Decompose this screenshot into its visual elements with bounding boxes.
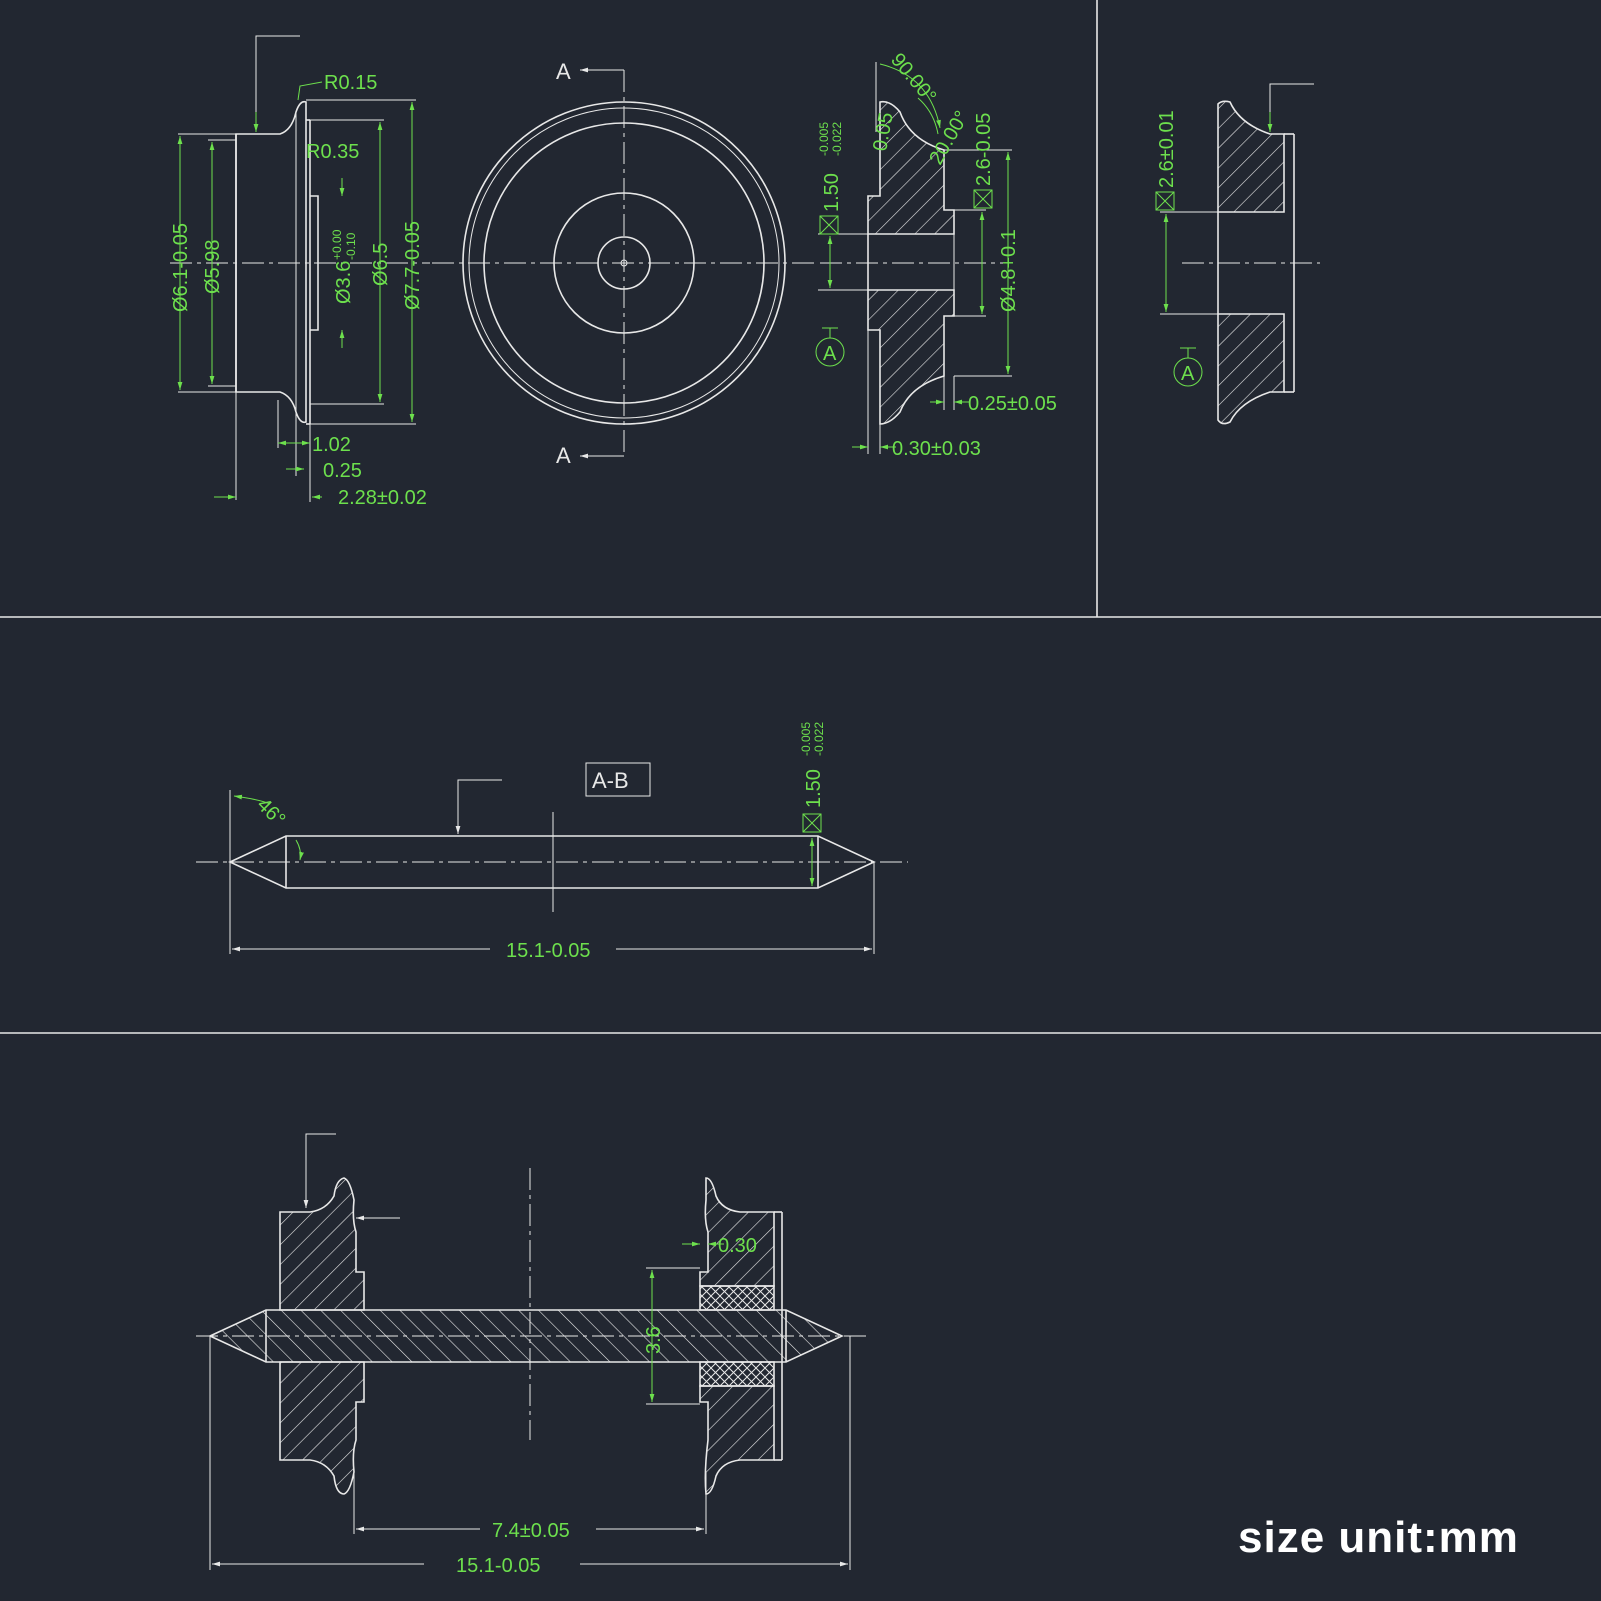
diameter-label-48: Ø4.8+0.1 — [998, 229, 1020, 312]
wheel-side-view: R0.15 R0.35 Ø6.1-0.05 Ø5.98 Ø3.6 +0.00 -… — [170, 35, 430, 509]
section-marker-a-top: A — [556, 59, 571, 84]
axle-diameter-tol-up: -0.005 — [799, 722, 813, 756]
diameter-tol-150-dn: -0.022 — [830, 122, 844, 156]
length-label-26-right: 2.6±0.01 — [1156, 110, 1178, 188]
diameter-label-d77: Ø7.7-0.05 — [402, 221, 424, 310]
wheelset-assembly: 0.30 3.6 7.4±0.05 15.1-0.05 — [196, 1133, 866, 1577]
diameter-label-d65: Ø6.5 — [370, 243, 392, 286]
assembly-length-label: 15.1-0.05 — [456, 1555, 541, 1577]
axle-diameter-label: 1.50 — [803, 769, 825, 808]
length-label-025: 0.25 — [323, 460, 362, 482]
axle-diameter-tol-dn: -0.022 — [812, 722, 826, 756]
datum-a-label-right: A — [1181, 363, 1195, 385]
diameter-label-d36: Ø3.6 — [333, 261, 355, 304]
length-label-26: 2.6-0.05 — [973, 113, 995, 186]
section-marker-a-bottom: A — [556, 443, 571, 468]
assembly-label-36: 3.6 — [643, 1326, 665, 1354]
angle-label-46: 46° — [252, 794, 289, 831]
diameter-label-d61: Ø6.1-0.05 — [170, 223, 192, 312]
radius-label-r015: R0.15 — [324, 72, 377, 94]
panel-dividers — [0, 0, 1601, 1034]
diameter-tol-d36-dn: -0.10 — [344, 232, 358, 260]
wheel-front-view: A A — [432, 59, 816, 468]
assembly-gauge-label: 7.4±0.05 — [492, 1520, 570, 1542]
reference-box-ab: A-B — [592, 768, 629, 793]
wheel-section-right: A 2.6±0.01 — [1155, 83, 1320, 425]
diameter-tol-d36-up: +0.00 — [330, 229, 344, 260]
length-label-030-tol: 0.30±0.03 — [892, 438, 981, 460]
diameter-tol-150-up: -0.005 — [817, 122, 831, 156]
angle-label-90: 90.00° — [886, 49, 940, 108]
length-label-102: 1.02 — [312, 434, 351, 456]
wheel-section-view: A 90.00° 20.00° 0.05 1.50 -0.005 -0.022 … — [815, 49, 1057, 460]
size-unit-label: size unit:mm — [1238, 1513, 1519, 1562]
radius-label-r035: R0.35 — [306, 141, 359, 163]
length-label-228: 2.28±0.02 — [338, 487, 427, 509]
axle-view: A-B 46° 1.50 -0.005 -0.022 15.1-0.05 — [196, 722, 908, 962]
diameter-label-150: 1.50 — [821, 173, 843, 212]
axle-length-label: 15.1-0.05 — [506, 940, 591, 962]
datum-a-label: A — [823, 343, 837, 365]
diameter-label-d598: Ø5.98 — [202, 240, 224, 294]
length-label-025-tol: 0.25±0.05 — [968, 393, 1057, 415]
assembly-label-030: 0.30 — [718, 1235, 757, 1257]
